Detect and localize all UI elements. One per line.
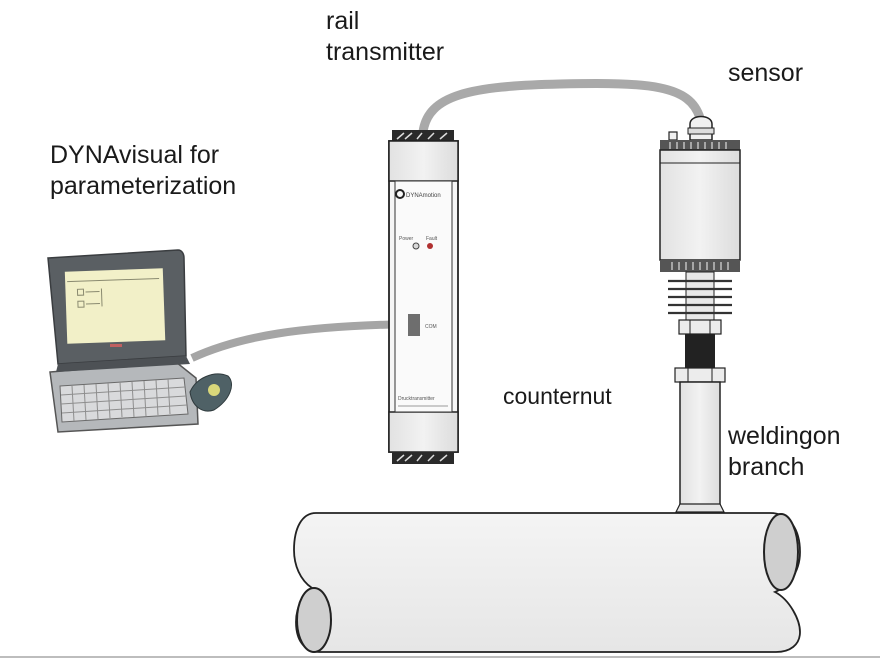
top-terminal-block [392,130,454,142]
transmitter-front-panel [394,180,453,413]
bottom-terminal-block [392,452,454,464]
laptop-screen [64,268,166,344]
cooling-fins [668,271,732,321]
rail-transmitter-label: rail transmitter [326,7,445,66]
fault-led [427,243,433,249]
transmitter-bottom-cap [388,411,459,453]
welding-branch-label: weldingon branch [728,422,841,481]
power-led [412,242,420,250]
laptop-keyboard [59,377,189,423]
screen-content [67,277,160,308]
sensor-top-ring [660,140,740,150]
sensor-cable [418,79,705,137]
sensor-thread [685,334,715,368]
brand-logo-icon [395,189,405,199]
counternut-label: counternut [503,383,612,409]
bottom-divider [0,656,880,658]
pressure-sensor [659,115,741,513]
power-led-label: Power [399,236,414,242]
dynavisual-label: DYNAvisual for parameterization [50,141,237,200]
counternut [674,367,726,383]
fault-led-label: Fault [426,236,438,242]
vent-plug [668,131,678,141]
laptop-cable [190,320,413,362]
sensor-label: sensor [728,59,804,87]
brand-name: DYNAmotion [406,193,441,199]
sensor-hex-nut [678,319,722,335]
weld-seam [675,503,725,513]
pipe [293,512,801,653]
pipe-end-left [296,587,332,653]
transmitter-top-cap [388,140,459,182]
rail-transmitter: DYNAmotion Power Fault COM Drucktransmit… [388,130,459,464]
laptop-logo [110,344,122,347]
pipe-body [293,512,801,653]
laptop-hinge [56,356,190,372]
com-port-label: COM [425,324,437,330]
welding-branch [679,381,721,509]
com-port [408,314,420,336]
sensor-housing [659,149,741,261]
pipe-end-right [763,513,799,591]
trackball [208,384,220,396]
laptop [47,249,232,433]
transmitter-footer-text: Drucktransmitter [398,396,435,402]
